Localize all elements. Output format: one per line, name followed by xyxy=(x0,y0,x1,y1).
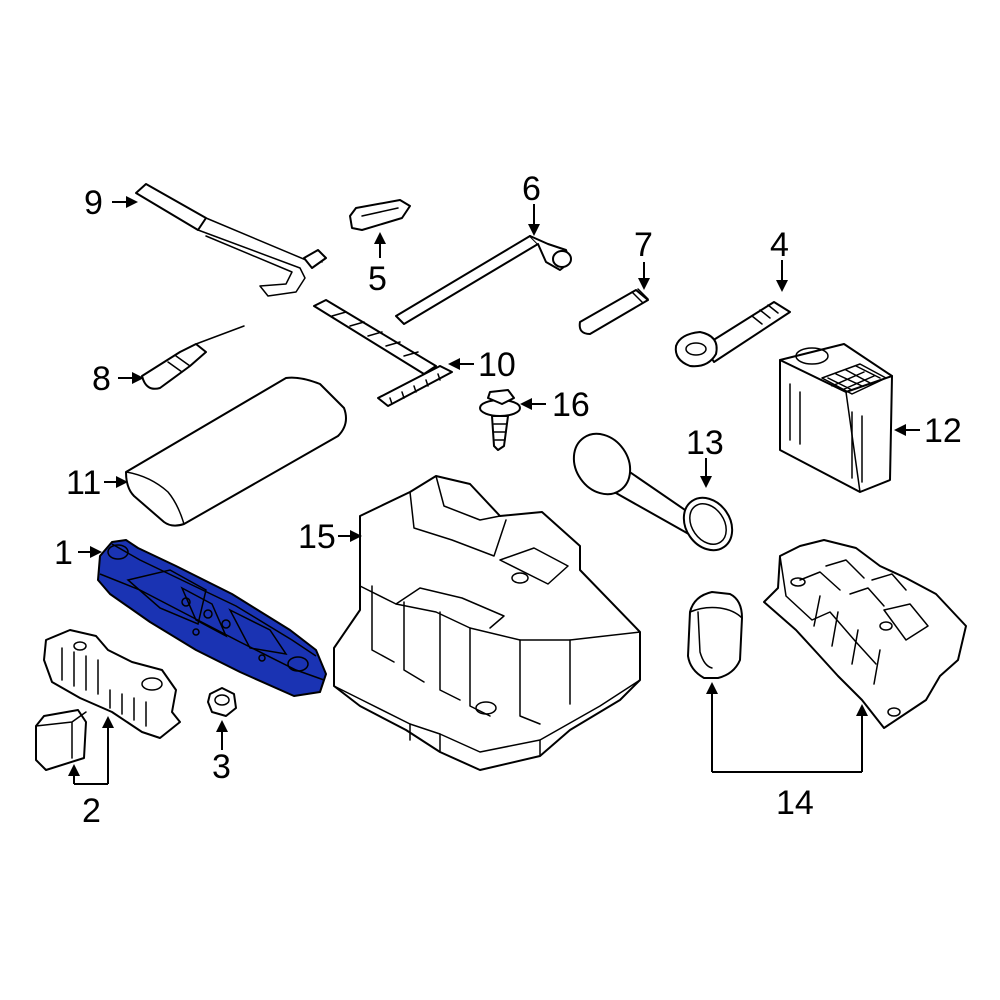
leader-lines xyxy=(68,196,920,785)
part-11-foam-block[interactable] xyxy=(125,376,347,527)
callout-4: 4 xyxy=(770,226,789,264)
callout-10: 10 xyxy=(478,346,516,384)
part-12-canister[interactable] xyxy=(779,343,893,493)
callout-6: 6 xyxy=(522,170,541,208)
part-2-block[interactable] xyxy=(35,709,87,771)
part-4-eye-bolt[interactable] xyxy=(674,301,791,368)
callout-3: 3 xyxy=(212,748,231,786)
callout-8: 8 xyxy=(92,360,111,398)
part-2-bracket[interactable] xyxy=(43,629,181,739)
part-5-clip[interactable] xyxy=(349,199,411,231)
callout-12: 12 xyxy=(924,412,962,450)
part-16-bolt[interactable] xyxy=(479,389,521,451)
part-8-screwdriver[interactable] xyxy=(141,325,245,390)
part-6-lug-wrench[interactable] xyxy=(395,235,572,325)
part-9-tow-cable[interactable] xyxy=(135,183,327,297)
part-7-pin[interactable] xyxy=(578,288,649,335)
part-3-nut[interactable] xyxy=(207,687,237,717)
part-10-jack-handle[interactable] xyxy=(313,299,453,407)
callout-11: 11 xyxy=(66,464,101,502)
callout-5: 5 xyxy=(368,260,387,298)
part-13-tube[interactable] xyxy=(562,423,742,560)
part-14-large-foam[interactable] xyxy=(763,539,967,729)
callout-15: 15 xyxy=(298,518,336,556)
callout-labels: 9 5 6 7 4 8 10 16 12 13 11 15 1 3 2 14 xyxy=(54,170,962,830)
callout-16: 16 xyxy=(552,386,590,424)
part-1-jack[interactable] xyxy=(97,539,327,697)
part-14-small-foam[interactable] xyxy=(687,591,743,679)
callout-2: 2 xyxy=(82,792,101,830)
callout-1: 1 xyxy=(54,534,73,572)
callout-14: 14 xyxy=(776,784,814,822)
callout-13: 13 xyxy=(686,424,724,462)
callout-7: 7 xyxy=(634,226,653,264)
callout-9: 9 xyxy=(84,184,103,222)
part-15-foam-tray[interactable] xyxy=(333,475,641,771)
